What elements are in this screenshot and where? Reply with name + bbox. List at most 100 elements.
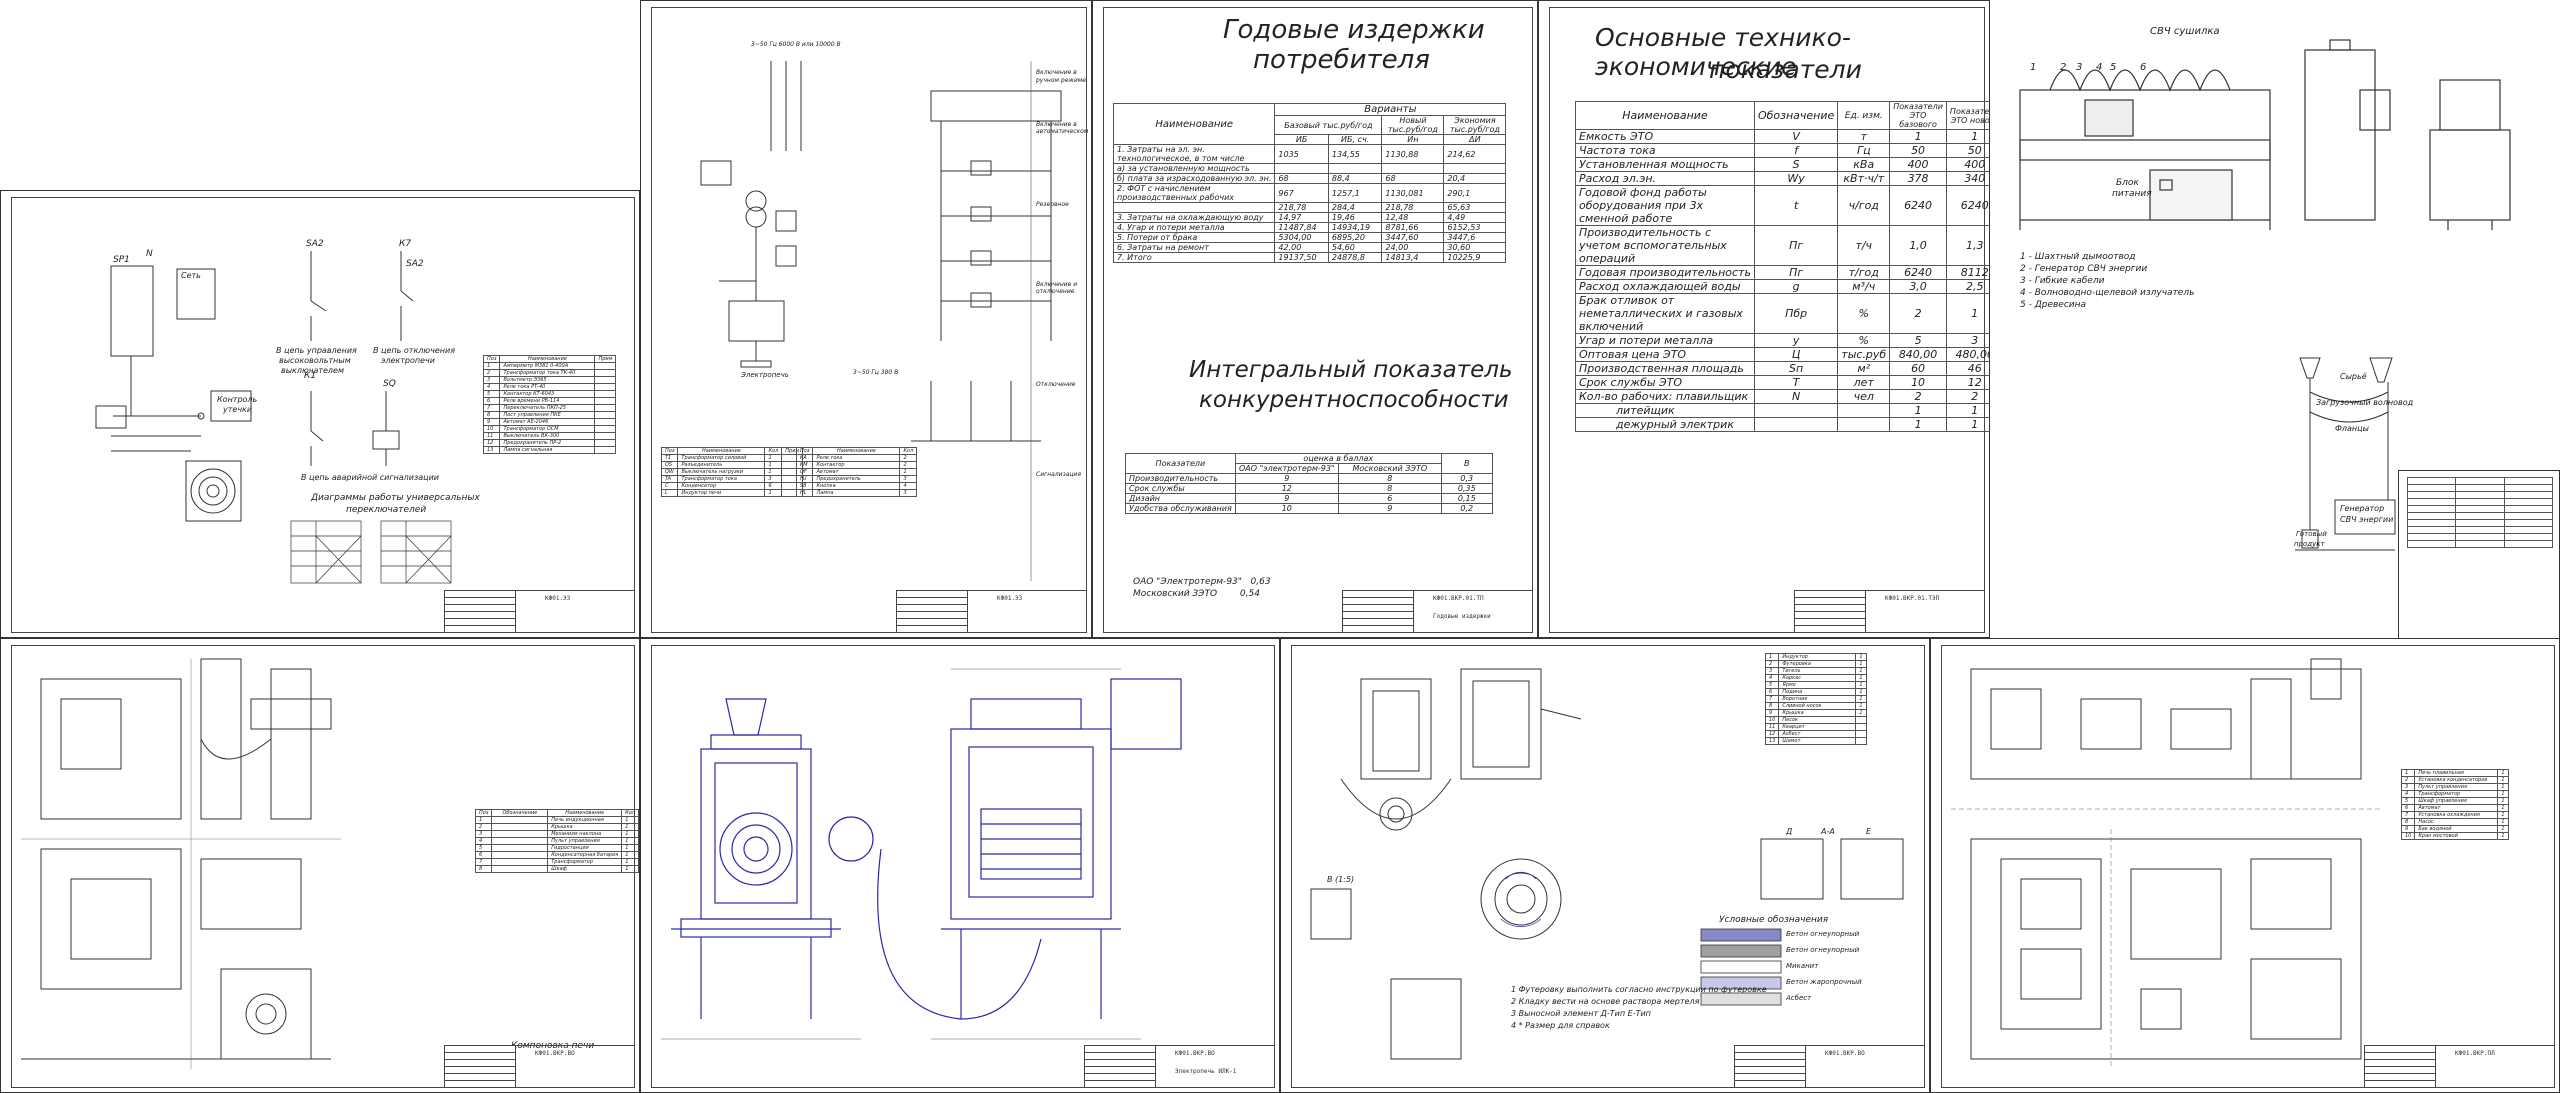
- label-k7: К7: [399, 239, 412, 249]
- sheet-indicators: Основные технико-экономические показател…: [1538, 0, 1990, 638]
- foundation-caption: Компоновка печи: [511, 1041, 595, 1051]
- costs-title-1: Годовые издержки: [1223, 15, 1485, 45]
- table-row: 1. Затраты на эл. эн. технологическое, в…: [1112, 144, 1507, 164]
- view-b: В (1:5): [1327, 875, 1355, 884]
- lining-legend-1: Бетон огнеупорный: [1786, 930, 1860, 938]
- voltage-top: 3~50 Гц 6000 В или 10000 В: [751, 41, 841, 48]
- power-circuit-drawing: [700, 61, 1062, 581]
- label-sa2: SA2: [306, 239, 324, 249]
- label-alarm: В цепь аварийной сигнализации: [301, 473, 439, 482]
- label-k1: К1: [304, 371, 317, 381]
- power-caption: Электропечь: [741, 371, 789, 379]
- indicators-table: Наименование Обозначение Ед. изм. Показа…: [1575, 101, 1989, 432]
- sheet-power-circuit: Включение в ручном режиме 3~50 Гц 6000 В…: [640, 0, 1092, 638]
- costs-title-2: потребителя: [1253, 45, 1430, 75]
- sheet-annual-costs: Годовые издержки потребителя Наименовани…: [1092, 0, 1538, 638]
- label-sp1: SP1: [113, 255, 130, 265]
- lining-legend-4: Бетон жаропрочный: [1786, 978, 1862, 986]
- title-block: КФ01.ВКР.ПЛ: [2364, 1045, 2555, 1088]
- table-row: а) за установленную мощность: [1112, 163, 1507, 174]
- mw-legend-1: 1 - Шахтный дымоотвод: [2020, 252, 2136, 262]
- label-diagram-2: переключателей: [346, 505, 427, 515]
- power-note-1: Включение в автоматическом: [1036, 121, 1089, 135]
- foundation-drawing: [21, 658, 341, 1069]
- indicators-title-1: Основные технико-экономические: [1595, 23, 1851, 81]
- result-a: ОАО "Электротерм-93" 0,63: [1133, 577, 1271, 587]
- mw-callout-3: 3: [2076, 62, 2083, 73]
- mw-block-label-1: Блок: [2116, 178, 2139, 188]
- title-block: КФ01.ВКР.01.ТЭП: [1794, 590, 1985, 633]
- table-row: Брак отливок от неметаллических и газовы…: [1575, 293, 1989, 334]
- mw-flow-flange: Фланцы: [2335, 424, 2369, 433]
- microwave-drawing: [2019, 39, 2511, 551]
- label-sq: SQ: [383, 379, 396, 389]
- title-block: КФ01.ВКР.ВО: [1734, 1045, 1925, 1088]
- electrical-drawing: [95, 251, 452, 584]
- table-row: Производительность с учетом вспомогатель…: [1575, 225, 1989, 266]
- mw-flow-raw: Сырьё: [2340, 372, 2367, 381]
- label-ctrl-1: В цепь управления: [276, 346, 357, 355]
- mw-callout-4: 4: [2096, 62, 2103, 73]
- label-leak-2: утечки: [223, 405, 253, 414]
- mw-product-1: Готовый: [2296, 530, 2327, 538]
- label-n: N: [146, 249, 153, 259]
- integral-title-1: Интегральный показатель: [1189, 357, 1513, 383]
- mw-flow-chamber: Загрузочный волновод: [2316, 398, 2414, 407]
- title-block: КФ01.ЭЗ: [444, 590, 635, 633]
- result-b: Московский ЗЭТО 0,54: [1133, 589, 1260, 599]
- power-note-4: Отключение: [1036, 381, 1076, 388]
